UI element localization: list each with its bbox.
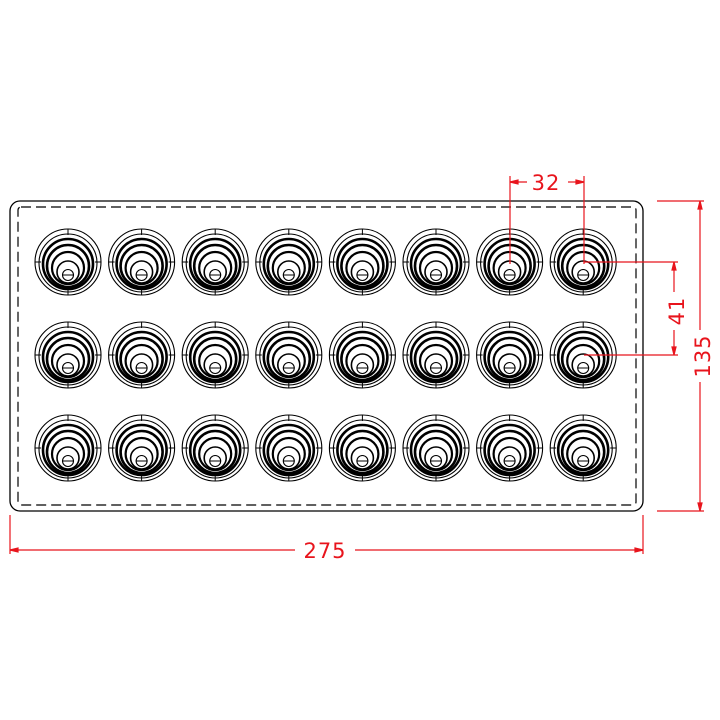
cavity: [476, 321, 544, 389]
dimension-pitch-x: [509, 176, 585, 264]
cavity: [181, 228, 249, 296]
cavity: [549, 414, 617, 482]
cavity: [328, 228, 396, 296]
cavity: [255, 321, 323, 389]
cavity: [402, 228, 470, 296]
cavity-grid: [34, 228, 617, 482]
cavity: [255, 228, 323, 296]
dimension-height: [657, 200, 704, 512]
dimension-pitch-y: [584, 261, 678, 356]
cavity: [402, 414, 470, 482]
cavity: [476, 414, 544, 482]
dimension-width-label: 275: [303, 539, 346, 563]
cavity: [181, 321, 249, 389]
dimension-height-label: 135: [691, 334, 715, 377]
dimension-width: [9, 515, 644, 554]
cavity: [255, 414, 323, 482]
mold-outline: [9, 200, 644, 512]
cavity: [34, 414, 102, 482]
cavity: [108, 321, 176, 389]
cavity: [549, 228, 617, 296]
cavity: [328, 414, 396, 482]
dimension-pitch-x-label: 32: [532, 171, 561, 195]
dimension-pitch-y-label: 41: [665, 297, 689, 326]
cavity: [108, 414, 176, 482]
cavity: [34, 321, 102, 389]
cavity: [328, 321, 396, 389]
cavity: [402, 321, 470, 389]
cavity: [34, 228, 102, 296]
mold-inner-dashed-outline: [17, 206, 637, 506]
cavity: [108, 228, 176, 296]
cavity: [181, 414, 249, 482]
